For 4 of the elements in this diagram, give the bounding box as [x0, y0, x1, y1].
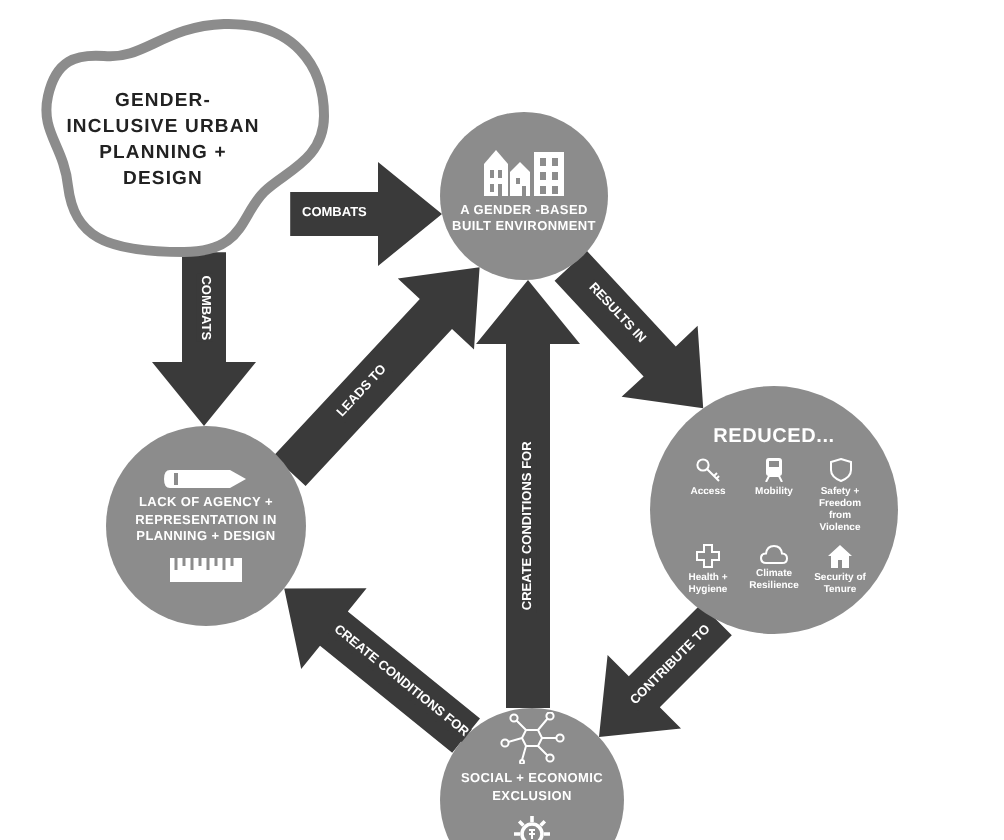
arrow: [476, 280, 580, 708]
node-title: REDUCED...: [713, 425, 835, 447]
arrow: [273, 267, 480, 486]
node-title: GENDER-INCLUSIVE URBAN PLANNING + DESIGN: [64, 90, 262, 194]
